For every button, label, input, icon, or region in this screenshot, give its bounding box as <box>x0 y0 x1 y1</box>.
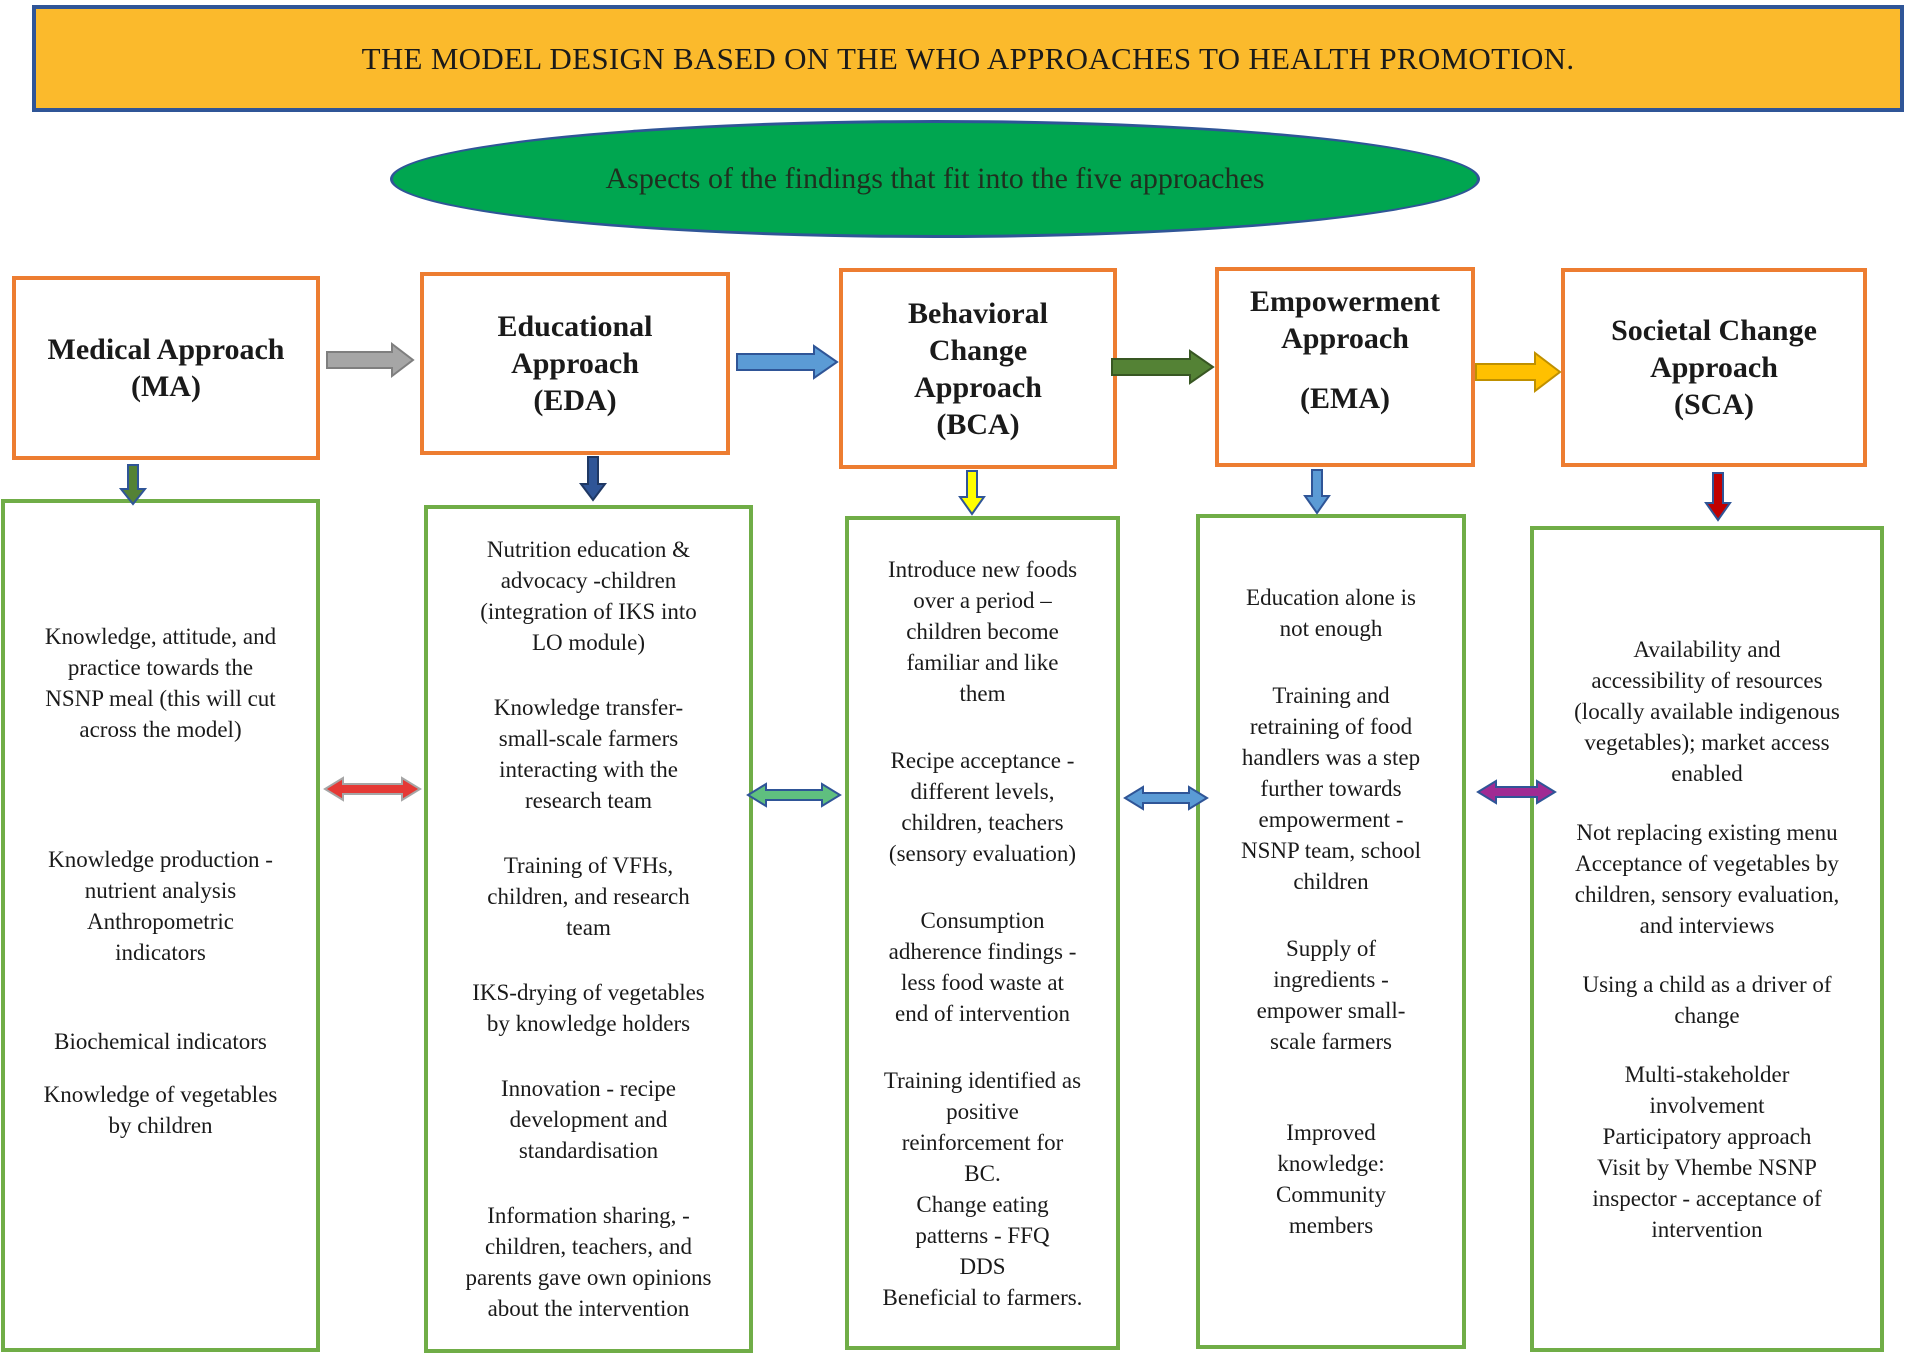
double-arrow-ma-eda <box>323 776 422 802</box>
double-arrow-bca-ema <box>1123 785 1209 811</box>
heading-line: Societal Change <box>1611 314 1817 347</box>
heading-educational-approach: Educational Approach (EDA) <box>420 272 730 455</box>
arrow-down-bca <box>958 470 986 516</box>
heading-societal-change-approach: Societal Change Approach (SCA) <box>1561 268 1867 467</box>
findings-behavioral-change-approach: Introduce new foods over a period – chil… <box>845 516 1120 1350</box>
finding-item: Knowledge of vegetables by children <box>43 1081 278 1138</box>
arrow-ma-to-eda <box>326 341 415 379</box>
findings-educational-approach: Nutrition education & advocacy -children… <box>424 505 753 1353</box>
heading-empowerment-approach: Empowerment Approach (EMA) <box>1215 267 1475 467</box>
finding-item: Improved knowledge: Community members <box>1276 1120 1386 1238</box>
heading-line: Approach <box>1281 322 1409 355</box>
diagram-subtitle: Aspects of the findings that fit into th… <box>605 162 1265 195</box>
heading-line: Approach <box>914 370 1042 404</box>
heading-behavioral-change-approach: Behavioral Change Approach (BCA) <box>839 268 1117 469</box>
arrow-down-ma <box>118 464 148 506</box>
finding-item: Training and retraining of food handlers… <box>1241 683 1421 894</box>
double-arrow-ema-sca <box>1476 779 1557 805</box>
finding-item: Knowledge, attitude, and practice toward… <box>44 623 277 742</box>
finding-item: Not replacing existing menu Acceptance o… <box>1574 819 1840 938</box>
finding-item: Using a child as a driver of change <box>1582 971 1832 1028</box>
heading-line: Empowerment <box>1250 285 1440 318</box>
arrow-bca-to-ema <box>1111 349 1215 385</box>
subtitle-ellipse: Aspects of the findings that fit into th… <box>390 120 1480 238</box>
heading-line: Behavioral <box>908 296 1048 330</box>
finding-item: Education alone is not enough <box>1246 585 1416 641</box>
heading-line: Medical Approach <box>47 333 285 366</box>
finding-item: Recipe acceptance - different levels, ch… <box>888 747 1077 866</box>
finding-item: Consumption adherence findings - less fo… <box>888 907 1077 1026</box>
finding-item: Innovation - recipe development and stan… <box>501 1076 676 1163</box>
finding-item: Multi-stakeholder involvement Participat… <box>1592 1061 1822 1242</box>
finding-item: Availability and accessibility of resour… <box>1574 636 1840 786</box>
heading-line: (EDA) <box>533 384 617 417</box>
finding-item: Nutrition education & advocacy -children… <box>480 537 697 655</box>
heading-line: Approach <box>511 347 639 380</box>
heading-line: (BCA) <box>936 407 1020 441</box>
finding-item: Introduce new foods over a period – chil… <box>887 556 1078 706</box>
arrow-ema-to-sca <box>1475 350 1562 394</box>
finding-item: Knowledge production - nutrient analysis… <box>48 846 273 965</box>
finding-item: Knowledge transfer- small-scale farmers … <box>493 695 684 813</box>
diagram-title: THE MODEL DESIGN BASED ON THE WHO APPROA… <box>361 40 1575 76</box>
heading-medical-approach: Medical Approach (MA) <box>12 276 320 460</box>
heading-line: Educational <box>497 310 653 343</box>
arrow-down-sca <box>1704 472 1732 522</box>
findings-empowerment-approach: Education alone is not enough Training a… <box>1196 514 1466 1349</box>
title-banner: THE MODEL DESIGN BASED ON THE WHO APPROA… <box>32 5 1904 112</box>
arrow-down-eda <box>579 456 607 502</box>
arrow-eda-to-bca <box>736 344 839 380</box>
heading-line: Change <box>928 333 1028 367</box>
heading-line: (SCA) <box>1673 388 1754 421</box>
findings-societal-change-approach: Availability and accessibility of resour… <box>1530 526 1884 1352</box>
arrow-down-ema <box>1303 469 1331 515</box>
finding-item: Supply of ingredients - empower small- s… <box>1256 936 1406 1054</box>
finding-item: Training identified as positive reinforc… <box>882 1067 1083 1310</box>
heading-line: (EMA) <box>1300 382 1390 415</box>
double-arrow-eda-bca <box>746 782 842 808</box>
heading-line: Approach <box>1650 351 1778 384</box>
finding-item: Training of VFHs, children, and research… <box>487 853 690 940</box>
heading-line: (MA) <box>131 370 201 403</box>
findings-medical-approach: Knowledge, attitude, and practice toward… <box>1 499 320 1352</box>
finding-item: IKS-drying of vegetables by knowledge ho… <box>472 980 705 1036</box>
finding-item: Biochemical indicators <box>54 1028 267 1054</box>
finding-item: Information sharing, - children, teacher… <box>465 1203 712 1321</box>
